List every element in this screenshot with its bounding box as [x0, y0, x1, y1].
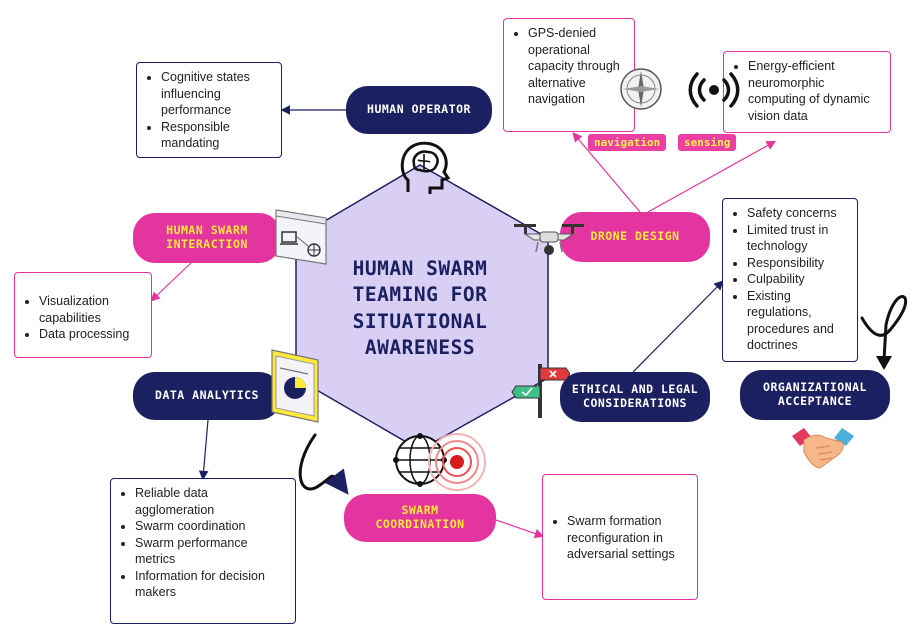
center-title: HUMAN SWARM TEAMING FOR SITUATIONAL AWAR… — [330, 256, 510, 361]
laptop-network-icon — [275, 209, 327, 265]
node-label: DATA ANALYTICS — [155, 388, 259, 403]
tag-navigation: navigation — [588, 134, 667, 151]
box-ethics: Safety concerns Limited trust in technol… — [722, 198, 858, 362]
loop-arrow-icon — [298, 433, 349, 495]
node-label: DRONE DESIGN — [590, 229, 680, 244]
connector-ethics — [632, 280, 724, 373]
curly-arrow-icon — [860, 295, 908, 362]
list-item: Cognitive states influencing performance — [161, 69, 273, 119]
node-label: SWARM COORDINATION — [375, 503, 465, 531]
node-label: ETHICAL AND LEGAL — [571, 382, 699, 397]
connector-navigation — [572, 132, 641, 213]
list-item: Existing regulations, procedures and doc… — [747, 288, 849, 354]
node-label: CONSIDERATIONS — [583, 396, 687, 410]
box-human-operator: Cognitive states influencing performance… — [136, 62, 282, 158]
list-item: Swarm coordination — [135, 518, 287, 535]
box-data-analytics: Reliable data agglomeration Swarm coordi… — [110, 478, 296, 624]
list-item: Culpability — [747, 271, 849, 288]
list-item: Swarm performance metrics — [135, 535, 287, 568]
dashboard-chart-icon — [271, 349, 319, 423]
node-label: INTERACTION — [166, 237, 248, 251]
list-item: Responsible mandating — [161, 119, 273, 152]
node-human-operator: HUMAN OPERATOR — [346, 86, 492, 134]
list-item: Swarm formation reconfiguration in adver… — [567, 513, 689, 563]
list-item: Limited trust in technology — [747, 222, 849, 255]
node-organizational-acceptance: ORGANIZATIONAL ACCEPTANCE — [740, 370, 890, 420]
center-title-line: AWARENESS — [364, 335, 476, 359]
radar-pulse-icon — [428, 433, 486, 491]
box-swarm-coordination: Swarm formation reconfiguration in adver… — [542, 474, 698, 600]
center-title-line: SITUATIONAL — [352, 309, 488, 333]
node-drone-design: DRONE DESIGN — [560, 212, 710, 262]
box-sensing: Energy-efficient neuromorphic computing … — [723, 51, 891, 133]
list-item: Information for decision makers — [135, 568, 287, 601]
node-label: ORGANIZATIONAL — [763, 380, 867, 395]
list-item: Visualization capabilities — [39, 293, 143, 326]
tag-sensing: sensing — [678, 134, 737, 151]
node-data-analytics: DATA ANALYTICS — [133, 372, 281, 420]
list-item: GPS-denied operational capacity through … — [528, 25, 626, 108]
node-swarm-coordination: SWARM COORDINATION — [344, 494, 496, 542]
list-item: Data processing — [39, 326, 143, 343]
connector-swarm — [495, 519, 545, 539]
handshake-icon — [792, 428, 854, 469]
drone-icon — [514, 224, 584, 255]
list-item: Reliable data agglomeration — [135, 485, 287, 518]
connector-data — [198, 419, 209, 481]
node-human-swarm-interaction: HUMAN SWARM INTERACTION — [133, 213, 281, 263]
curly-arrow-head — [876, 356, 892, 370]
node-ethical-legal: ETHICAL AND LEGAL CONSIDERATIONS — [560, 372, 710, 422]
radio-signal-icon — [688, 72, 740, 108]
list-item: Energy-efficient neuromorphic computing … — [748, 58, 882, 124]
list-item: Responsibility — [747, 255, 849, 272]
center-title-line: TEAMING FOR — [352, 283, 488, 307]
connector-hsi — [150, 261, 193, 302]
center-title-line: HUMAN SWARM — [352, 257, 488, 280]
list-item: Safety concerns — [747, 205, 849, 222]
signpost-icon — [511, 364, 570, 418]
box-gps: GPS-denied operational capacity through … — [503, 18, 635, 132]
compass-icon — [620, 68, 662, 110]
box-hsi: Visualization capabilities Data processi… — [14, 272, 152, 358]
brain-head-icon — [400, 141, 450, 194]
connector-sensing — [647, 140, 777, 213]
node-label: HUMAN OPERATOR — [367, 102, 471, 117]
node-label: HUMAN SWARM — [166, 223, 248, 238]
node-label: ACCEPTANCE — [777, 394, 853, 408]
